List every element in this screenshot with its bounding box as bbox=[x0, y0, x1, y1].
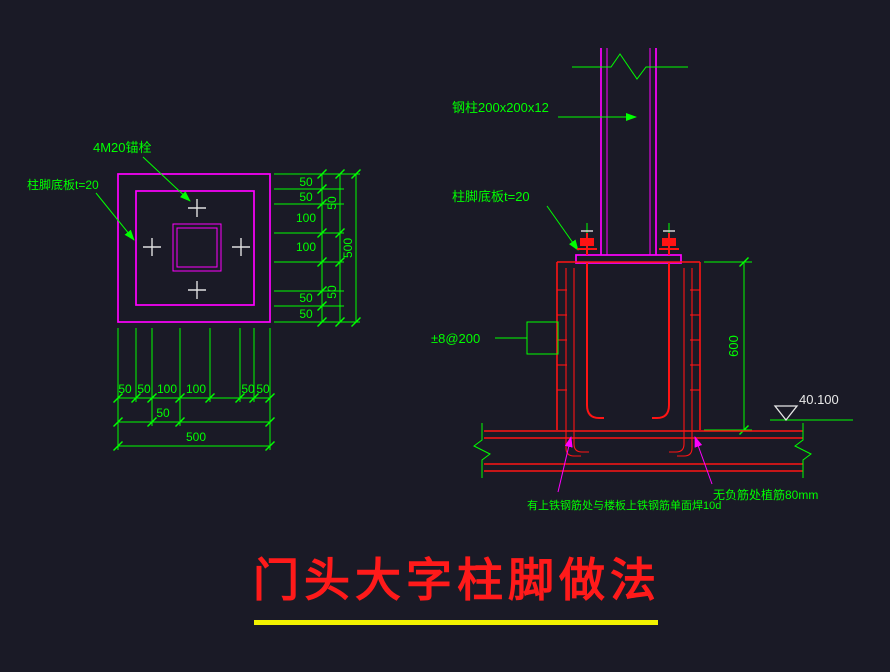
stirrup-callout: ±8@200 bbox=[431, 321, 559, 355]
plant-note-leader bbox=[694, 436, 713, 485]
dim-bottom-seg-5: 50 bbox=[241, 382, 255, 396]
dim-right-l2-b: 50 bbox=[325, 285, 339, 299]
dim-bottom-seg-2: 50 bbox=[137, 382, 151, 396]
dim-right-seg-3: 100 bbox=[296, 211, 316, 225]
dim-right-seg-5: 50 bbox=[299, 291, 313, 305]
anchor-bolt-right bbox=[652, 223, 679, 419]
dim-bottom-seg-6: 50 bbox=[256, 382, 270, 396]
plant-note: 无负筋处植筋80mm bbox=[713, 487, 818, 502]
anchor-bolt-leader bbox=[142, 156, 191, 202]
anchor-bolt-left bbox=[577, 223, 604, 419]
dim-bottom-seg-1: 50 bbox=[118, 382, 132, 396]
elevation-value: 40.100 bbox=[799, 392, 839, 407]
pedestal-outline bbox=[556, 261, 701, 430]
title-text: 门头大字柱脚做法 bbox=[253, 555, 661, 606]
dim-bottom-seg-3: 100 bbox=[157, 382, 177, 396]
dim-right-seg-2: 50 bbox=[299, 190, 313, 204]
pedestal-rebar bbox=[557, 268, 700, 457]
dim-chain-right: 50 50 100 100 50 50 50 50 500 bbox=[274, 168, 362, 328]
slab-break-left bbox=[473, 423, 491, 478]
weld-note-leader bbox=[557, 436, 573, 493]
dim-600: 600 bbox=[704, 256, 752, 436]
dim-bottom-seg-4: 100 bbox=[186, 382, 206, 396]
dim-right-seg-6: 50 bbox=[299, 307, 313, 321]
section-view: 钢柱200x200x12 柱脚底板t=20 bbox=[431, 48, 853, 512]
steel-column bbox=[600, 48, 657, 255]
section-plate-label: 柱脚底板t=20 bbox=[452, 189, 530, 204]
dim-bottom-total: 500 bbox=[186, 430, 206, 444]
plan-plate-leader bbox=[95, 192, 135, 241]
dim-right-l2-a: 50 bbox=[325, 196, 339, 210]
plan-view: 4M20锚栓 柱脚底板t=20 50 50 100 100 50 bbox=[27, 140, 362, 452]
anchor-bolt-label: 4M20锚栓 bbox=[93, 140, 152, 155]
dim-600-value: 600 bbox=[726, 335, 741, 357]
slab bbox=[484, 430, 803, 472]
steel-column-label: 钢柱200x200x12 bbox=[452, 100, 549, 115]
section-plate-leader bbox=[546, 205, 579, 251]
dim-chain-bottom: 50 50 100 100 50 50 50 500 bbox=[112, 328, 276, 452]
break-symbol-top bbox=[572, 53, 688, 80]
base-plate-outline bbox=[117, 173, 271, 323]
dim-right-seg-4: 100 bbox=[296, 240, 316, 254]
dim-right-total: 500 bbox=[341, 238, 355, 258]
title-underline bbox=[254, 620, 658, 625]
elevation-triangle-icon bbox=[773, 405, 799, 422]
elevation-marker: 40.100 bbox=[770, 392, 853, 422]
slab-break-right bbox=[794, 423, 812, 478]
weld-note: 有上铁钢筋处与楼板上铁钢筋单面焊10d bbox=[527, 498, 721, 512]
stirrup-label: ±8@200 bbox=[431, 331, 480, 346]
drawing-title: 门头大字柱脚做法 bbox=[253, 555, 661, 625]
plan-plate-label: 柱脚底板t=20 bbox=[27, 177, 99, 192]
dim-bottom-l2: 50 bbox=[156, 406, 170, 420]
dim-right-seg-1: 50 bbox=[299, 175, 313, 189]
base-plate-section bbox=[575, 254, 682, 264]
anchor-bolt-marks bbox=[143, 199, 250, 299]
